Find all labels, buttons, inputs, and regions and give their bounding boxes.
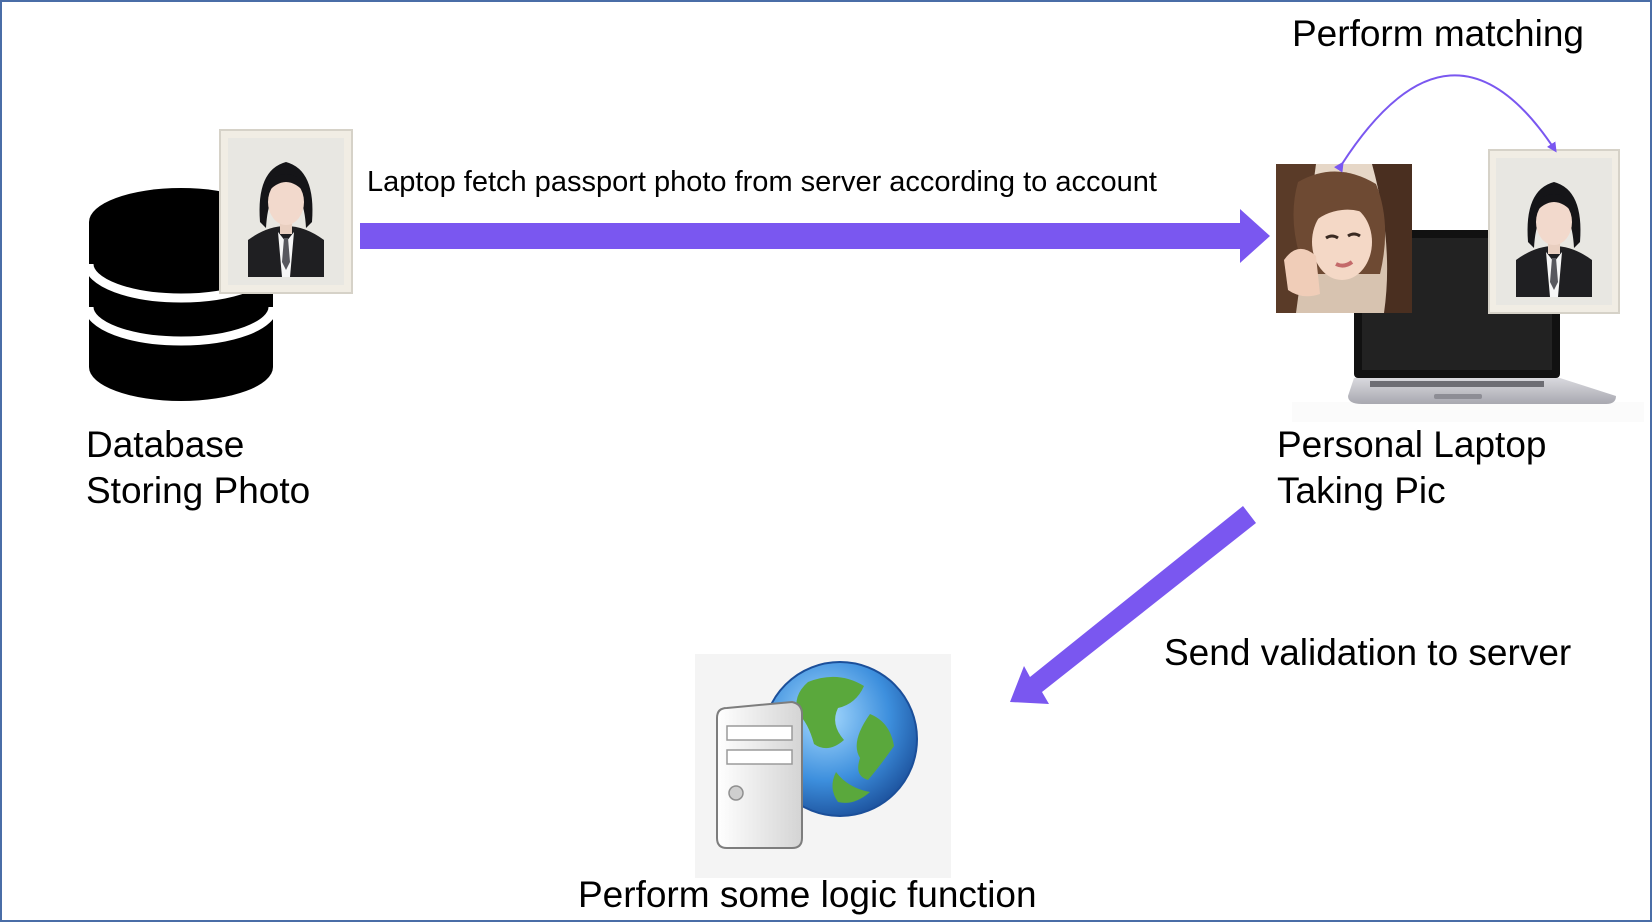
server-globe-icon bbox=[695, 654, 951, 878]
database-label-line2: Storing Photo bbox=[86, 470, 311, 511]
database-label-line1: Database bbox=[86, 424, 245, 465]
fetch-arrow bbox=[360, 209, 1270, 263]
laptop-label: Personal Laptop Taking Pic bbox=[1277, 422, 1546, 514]
server-label: Perform some logic function bbox=[578, 874, 1037, 915]
passport-photo-laptop bbox=[1488, 149, 1620, 314]
database-label: Database Storing Photo bbox=[86, 422, 310, 514]
laptop-label-line2: Taking Pic bbox=[1277, 470, 1446, 511]
laptop-label-line1: Personal Laptop bbox=[1277, 424, 1547, 465]
validation-arrow bbox=[1010, 506, 1256, 704]
fetch-arrow-label: Laptop fetch passport photo from server … bbox=[367, 166, 1157, 198]
selfie-photo bbox=[1276, 164, 1412, 313]
validation-label: Send validation to server bbox=[1164, 632, 1572, 673]
matching-label: Perform matching bbox=[1292, 13, 1584, 54]
passport-photo-database bbox=[219, 129, 353, 294]
matching-arrow bbox=[1333, 74, 1557, 173]
